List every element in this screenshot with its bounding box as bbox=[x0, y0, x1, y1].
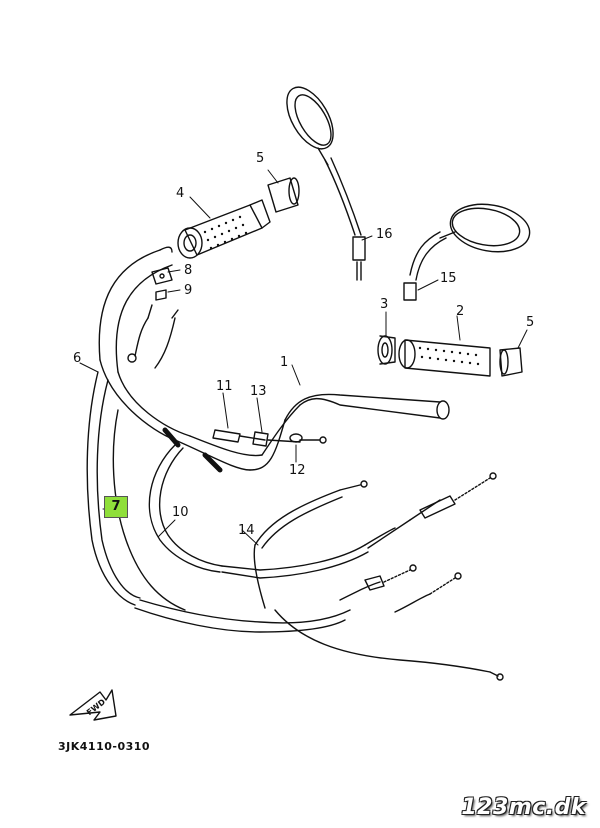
callout-14: 14 bbox=[238, 523, 255, 538]
callout-1: 1 bbox=[280, 355, 289, 370]
cable-7 bbox=[86, 371, 186, 611]
cable-adjuster bbox=[212, 429, 327, 447]
handlebar bbox=[98, 246, 450, 473]
screw-9 bbox=[147, 289, 167, 319]
callout-10: 10 bbox=[172, 505, 189, 520]
right-mirror bbox=[403, 203, 531, 301]
callout-5-left: 5 bbox=[256, 151, 265, 166]
right-grip-end bbox=[499, 347, 523, 377]
callout-13: 13 bbox=[250, 384, 267, 399]
left-grip bbox=[177, 199, 271, 259]
leader-lines bbox=[79, 169, 528, 546]
small-clamp-8 bbox=[151, 267, 173, 285]
watermark-logo: 123mc.dk bbox=[461, 795, 586, 820]
right-grip bbox=[377, 335, 491, 377]
callout-11: 11 bbox=[216, 379, 233, 394]
callout-12: 12 bbox=[289, 463, 306, 478]
left-mirror bbox=[286, 86, 366, 281]
callout-15: 15 bbox=[440, 271, 457, 286]
callout-9: 9 bbox=[184, 283, 193, 298]
callout-3: 3 bbox=[380, 297, 389, 312]
cable-10 bbox=[148, 444, 369, 579]
callout-7-highlight[interactable]: 7 bbox=[104, 496, 128, 518]
callout-8: 8 bbox=[184, 263, 193, 278]
fwd-arrow bbox=[69, 689, 117, 721]
left-grip-end bbox=[267, 177, 300, 213]
throttle-cables bbox=[134, 472, 504, 681]
callout-4: 4 bbox=[176, 186, 185, 201]
cable-14 bbox=[253, 480, 368, 609]
callout-5-right: 5 bbox=[526, 315, 535, 330]
callout-6: 6 bbox=[73, 351, 82, 366]
diagram-code: 3JK4110-0310 bbox=[58, 740, 151, 753]
callout-16: 16 bbox=[376, 227, 393, 242]
callout-2: 2 bbox=[456, 304, 465, 319]
